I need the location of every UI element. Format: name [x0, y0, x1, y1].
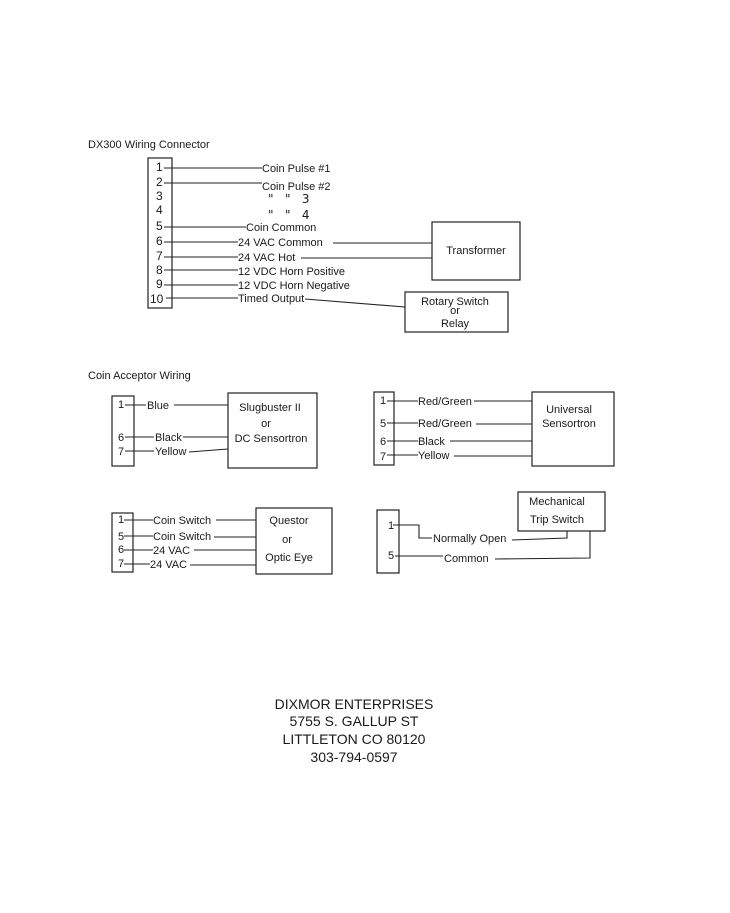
dx300-pin-1: 1: [156, 160, 163, 174]
slugbuster-wiring: 1 6 7 Blue Black Yellow Slugbuster II or…: [111, 392, 318, 469]
questor-wire-label-1: Coin Switch: [153, 515, 211, 527]
mechanical-wire-label-normally-open: Normally Open: [433, 533, 506, 545]
questor-device-line3: Optic Eye: [265, 552, 313, 564]
mechanical-lead-normally-open: [511, 531, 568, 541]
mechanical-wire-label-common: Common: [444, 553, 489, 565]
slugbuster-wire-label-black: Black: [155, 432, 182, 444]
slugbuster-pin-1: 1: [118, 399, 124, 411]
universal-wire-label-3: Black: [418, 436, 445, 448]
rotary-switch-box: [404, 291, 509, 333]
dx300-pin-3: 3: [156, 189, 163, 203]
company-address: DIXMOR ENTERPRISES 5755 S. GALLUP ST LIT…: [275, 696, 434, 765]
universal-pin-7: 7: [380, 451, 386, 463]
dx300-pin-8: 8: [156, 263, 163, 277]
slugbuster-device-line3: DC Sensortron: [235, 433, 308, 445]
slugbuster-device-line2: or: [261, 418, 271, 430]
rotary-switch-line1: Rotary Switch: [421, 296, 489, 308]
slugbuster-lead-yellow: [188, 448, 229, 453]
company-name: DIXMOR ENTERPRISES: [275, 696, 434, 712]
questor-device-box: [255, 507, 333, 575]
transformer: Transformer: [431, 221, 521, 281]
dx300-connector: 1 2 3 4 5 6 7 8 9 10 Coin Pulse #1 Coin …: [147, 157, 432, 309]
transformer-box: [431, 221, 521, 281]
mechanical-lead-common: [494, 531, 591, 560]
rotary-switch-line2: or: [450, 305, 460, 317]
universal-device-box: [531, 391, 615, 467]
dx300-pin-5: 5: [156, 219, 163, 233]
dx300-signal-5: Coin Common: [246, 222, 316, 234]
questor-device-line1: Questor: [269, 515, 308, 527]
dx300-pin-4: 4: [156, 203, 163, 217]
questor-pin-1: 1: [118, 514, 124, 526]
dx300-signal-7: 24 VAC Hot: [238, 252, 295, 264]
dx300-pin-7: 7: [156, 249, 163, 263]
dx300-pin-6: 6: [156, 234, 163, 248]
mechanical-pin-1: 1: [388, 520, 394, 532]
dx300-signal-4: " " 4: [268, 208, 310, 222]
dx300-signal-6: 24 VAC Common: [238, 237, 323, 249]
dx300-signal-1: Coin Pulse #1: [262, 163, 331, 175]
mechanical-switch-wiring: 1 5 Normally Open Common Mechanical Trip…: [376, 491, 606, 574]
dx300-pin-9: 9: [156, 277, 163, 291]
universal-pin-5: 5: [380, 418, 386, 430]
dx300-connector-block: [147, 157, 173, 309]
dx300-signal-2: Coin Pulse #2: [262, 181, 331, 193]
mechanical-device-line2: Trip Switch: [530, 514, 584, 526]
universal-wire-label-4: Yellow: [418, 450, 449, 462]
rotary-switch-line3: Relay: [441, 318, 470, 330]
company-phone: 303-794-0597: [310, 749, 397, 765]
slugbuster-pin-7: 7: [118, 446, 124, 458]
questor-wiring: 1 5 6 7 Coin Switch Coin Switch 24 VAC 2…: [111, 507, 333, 575]
questor-wire-label-2: Coin Switch: [153, 531, 211, 543]
dx300-signal-3: " " 3: [268, 192, 310, 206]
universal-pin-1: 1: [380, 395, 386, 407]
universal-wire-label-2: Red/Green: [418, 418, 472, 430]
slugbuster-device-line1: Slugbuster II: [239, 402, 301, 414]
rotary-switch-or-relay: Rotary Switch or Relay: [404, 291, 509, 333]
universal-wire-label-1: Red/Green: [418, 396, 472, 408]
questor-pin-6: 6: [118, 544, 124, 556]
dx300-signal-9: 12 VDC Horn Negative: [238, 280, 350, 292]
mechanical-wire-normally-open: [393, 524, 432, 539]
slugbuster-wire-label-yellow: Yellow: [155, 446, 186, 458]
mechanical-device-line1: Mechanical: [529, 496, 585, 508]
mechanical-device-box: [517, 491, 606, 532]
transformer-label: Transformer: [446, 245, 506, 257]
dx300-signal-10: Timed Output: [238, 293, 304, 305]
questor-connector: [111, 512, 134, 573]
universal-sensortron-wiring: 1 5 6 7 Red/Green Red/Green Black Yellow…: [373, 391, 615, 467]
mechanical-connector: [376, 509, 400, 574]
mechanical-pin-5: 5: [388, 550, 394, 562]
slugbuster-device-box: [227, 392, 318, 469]
universal-device-line2: Sensortron: [542, 418, 596, 430]
questor-pin-5: 5: [118, 531, 124, 543]
company-city: LITTLETON CO 80120: [283, 731, 426, 747]
questor-pin-7: 7: [118, 558, 124, 570]
company-street: 5755 S. GALLUP ST: [290, 713, 419, 729]
questor-device-line2: or: [282, 534, 292, 546]
questor-wire-label-4: 24 VAC: [150, 559, 187, 571]
slugbuster-wire-label-blue: Blue: [147, 400, 169, 412]
dx300-title: DX300 Wiring Connector: [88, 139, 210, 151]
dx300-signal-8: 12 VDC Horn Positive: [238, 266, 345, 278]
dx300-pin-2: 2: [156, 175, 163, 189]
slugbuster-connector: [111, 395, 135, 467]
universal-device-line1: Universal: [546, 404, 592, 416]
universal-pin-6: 6: [380, 436, 386, 448]
dx300-lead-10-rotary: [304, 298, 406, 308]
slugbuster-pin-6: 6: [118, 432, 124, 444]
coin-acceptor-title: Coin Acceptor Wiring: [88, 370, 191, 382]
dx300-pin-10: 10: [150, 292, 164, 306]
universal-connector: [373, 391, 395, 466]
questor-wire-label-3: 24 VAC: [153, 545, 190, 557]
